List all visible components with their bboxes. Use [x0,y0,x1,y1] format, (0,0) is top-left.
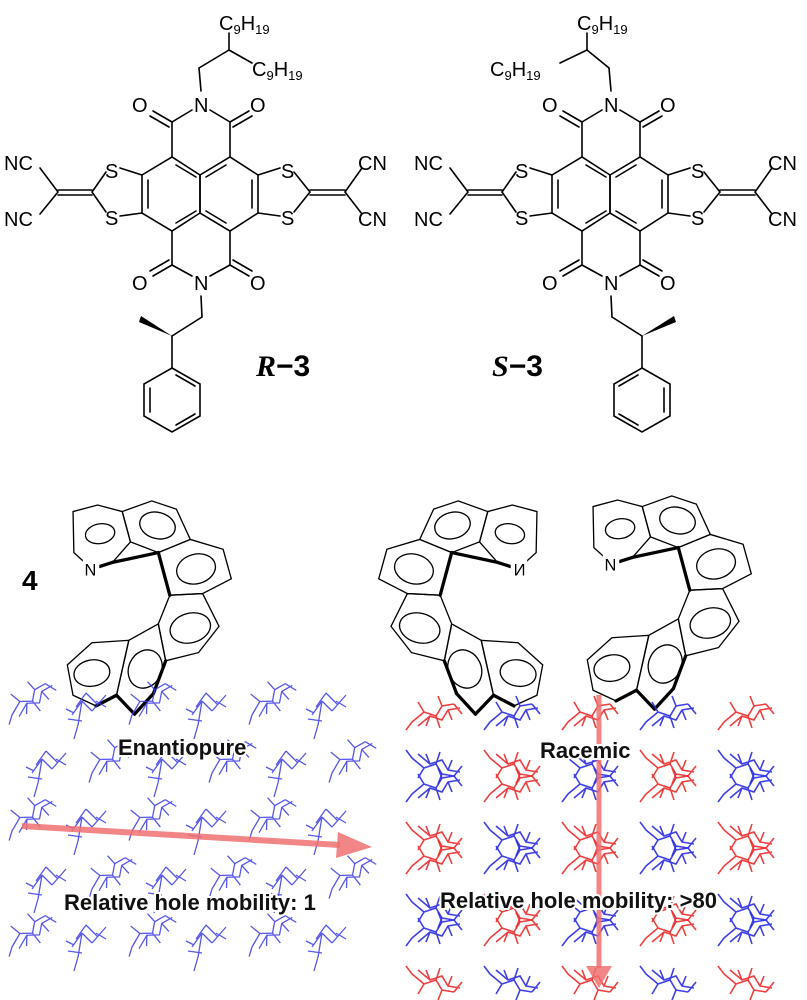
molecule-blue [265,750,307,798]
molecule-blue [483,695,541,731]
molecule-red [405,839,463,875]
molecule-blue [717,893,775,929]
molecule-blue [405,767,463,803]
panel-racemic: Racemic Relative hole mobility: >80 [405,695,775,1000]
molecule-blue [483,965,541,1000]
molecule-blue [0,904,63,958]
alkyl-chain-side: C9H19 [490,59,541,83]
molecule-blue [65,692,107,740]
molecule-blue [639,821,697,857]
molecule-blue [185,924,227,972]
mobility-label-racemic: Relative hole mobility: >80 [440,888,717,913]
arrow-head [336,832,372,858]
molecule-red [483,749,541,785]
molecule-blue [25,750,67,798]
molecule-blue [25,866,67,914]
alkyl-chain-side: C9H19 [252,59,303,83]
crystal-packing-enantiopure [0,672,383,972]
molecule-red [639,749,697,785]
molecule-blue [305,924,347,972]
mobility-label-enantiopure: Relative hole mobility: 1 [64,890,316,915]
molecule-red [561,695,619,731]
molecule-blue [717,749,775,785]
molecule-red [405,821,463,857]
molecule-blue [305,692,347,740]
molecule-blue [483,821,541,857]
molecule-red [405,965,463,1000]
molecule-blue [561,911,619,947]
molecule-blue [0,788,63,842]
molecule-blue [236,672,303,726]
molecule-blue [185,692,227,740]
molecule-blue [405,749,463,785]
molecule-blue [316,730,383,784]
helicene-3 [585,494,753,711]
molecule-red [561,839,619,875]
molecule-blue [65,924,107,972]
compound-label-r3: R−3 [255,350,310,383]
compound-s3: C9H19 C9H19 S−3 [413,13,798,433]
molecule-red [483,911,541,947]
molecule-blue [316,846,383,900]
molecule-red [405,695,463,731]
panel-title-racemic: Racemic [540,738,631,763]
molecule-red [717,695,775,731]
molecule-red [561,821,619,857]
molecule-red [717,821,775,857]
molecule-red [639,911,697,947]
transport-arrow-horizontal [21,823,341,848]
helicene-1 [65,499,233,716]
arrow-head [586,966,612,988]
molecule-blue [717,911,775,947]
molecule-blue [185,808,227,856]
molecule-red [717,839,775,875]
molecule-red [717,965,775,1000]
helicene-2 [377,499,545,716]
molecule-red [639,767,697,803]
molecule-blue [0,672,63,726]
molecule-red [483,767,541,803]
alkyl-chain-top: C9H19 [219,13,270,37]
molecule-blue [483,839,541,875]
molecule-blue [717,767,775,803]
molecule-blue [236,788,303,842]
compound-label-s3: S−3 [492,350,543,383]
helicene-label: 4 [22,565,38,596]
alkyl-chain-top: C9H19 [577,13,628,37]
molecule-blue [561,767,619,803]
compound-r3: C9H19 C9H19 R−3 [3,13,388,433]
panel-title-enantiopure: Enantiopure [118,735,246,760]
molecule-blue [639,839,697,875]
molecule-blue [639,965,697,1000]
molecule-blue [405,911,463,947]
panel-enantiopure: Enantiopure Relative hole mobility: 1 [0,672,383,972]
